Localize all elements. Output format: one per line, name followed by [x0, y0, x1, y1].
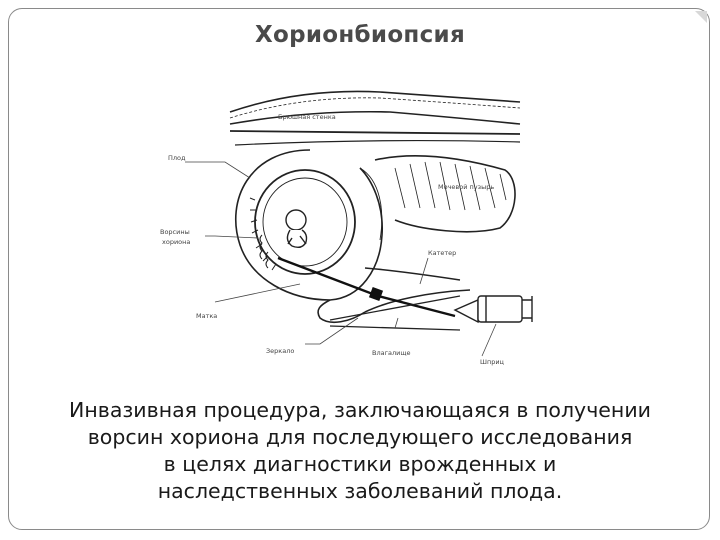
label-chorionic-villi-1: Ворсины: [160, 228, 190, 236]
label-vagina: Влагалище: [372, 349, 411, 357]
label-abdominal-wall: Брюшная стенка: [278, 113, 336, 121]
caption-line: в целях диагностики врожденных и: [40, 451, 680, 478]
caption-line: Инвазивная процедура, заключающаяся в по…: [40, 397, 680, 424]
fetus: [286, 210, 307, 247]
label-uterus: Матка: [196, 312, 217, 320]
label-syringe: Шприц: [480, 358, 505, 366]
label-catheter: Катетер: [428, 249, 456, 257]
bladder: [375, 156, 515, 232]
slide-title: Хорионбиопсия: [0, 22, 720, 48]
caption-line: наследственных заболеваний плода.: [40, 478, 680, 505]
slide-caption: Инвазивная процедура, заключающаяся в по…: [40, 397, 680, 505]
abdominal-wall: [230, 91, 520, 145]
label-fetus: Плод: [168, 154, 186, 162]
chorionic-biopsy-diagram: Брюшная стенка Плод Ворсины хориона Моче…: [150, 72, 540, 372]
label-bladder: Мочевой пузырь: [438, 183, 494, 191]
catheter: [278, 258, 455, 316]
syringe: [455, 296, 532, 322]
label-chorionic-villi-2: хориона: [162, 238, 190, 246]
label-speculum: Зеркало: [266, 347, 294, 355]
caption-line: ворсин хориона для последующего исследов…: [40, 424, 680, 451]
